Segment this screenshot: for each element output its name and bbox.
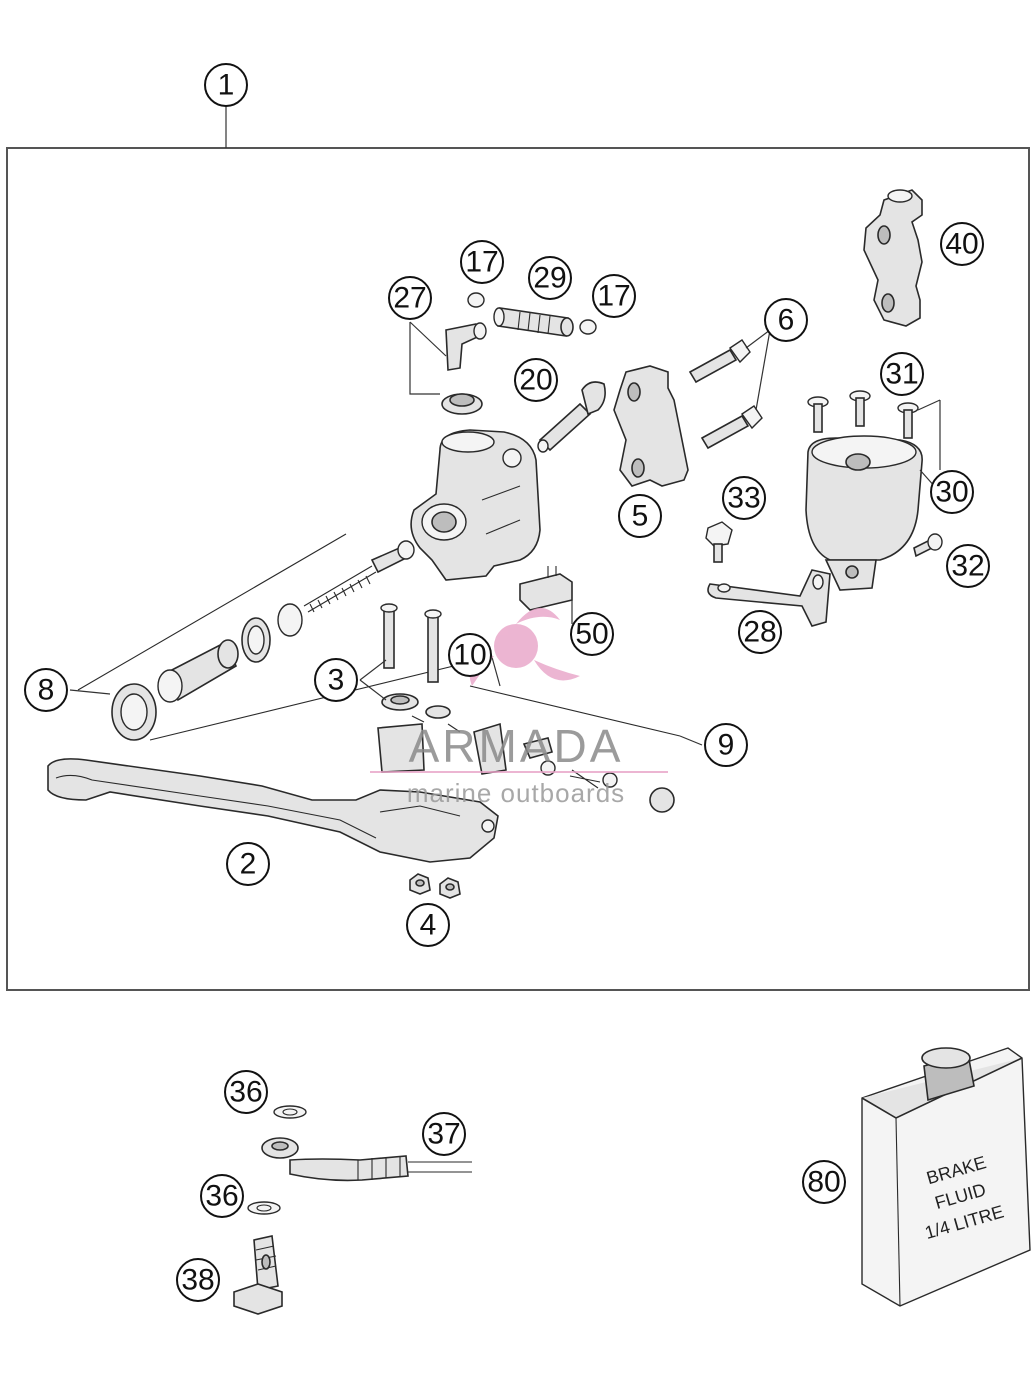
washer-top <box>273 1105 307 1119</box>
callout-32: 32 <box>946 544 990 588</box>
banjo-bolt <box>233 1235 283 1315</box>
callout-27: 27 <box>388 276 432 320</box>
reservoir-side-screw <box>913 533 943 558</box>
callout-50: 50 <box>570 612 614 656</box>
brake-light-switch <box>489 566 573 687</box>
callout-label-37: 37 <box>427 1118 460 1151</box>
reservoir-screws <box>807 390 941 470</box>
callout-17b: 17 <box>592 274 636 318</box>
callout-2: 2 <box>226 842 270 886</box>
callout-label-28: 28 <box>743 616 776 649</box>
callout-label-32: 32 <box>951 550 984 583</box>
callout-label-20: 20 <box>519 364 552 397</box>
callout-5: 5 <box>618 494 662 538</box>
callout-label-50: 50 <box>575 618 608 651</box>
callout-1: 1 <box>204 63 248 107</box>
callout-label-1: 1 <box>218 69 235 102</box>
callout-label-5: 5 <box>632 500 649 533</box>
clamp-top-part <box>863 189 923 327</box>
callout-label-2: 2 <box>240 848 257 881</box>
callout-36a: 36 <box>224 1070 268 1114</box>
hose-connector <box>493 307 574 337</box>
callout-3: 3 <box>314 658 358 702</box>
callout-label-31: 31 <box>885 358 918 391</box>
callout-label-6: 6 <box>778 304 795 337</box>
callout-31: 31 <box>880 352 924 396</box>
callout-4: 4 <box>406 903 450 947</box>
piston-kit <box>69 533 471 741</box>
callout-20: 20 <box>514 358 558 402</box>
callout-label-10: 10 <box>453 639 486 672</box>
bleed-nipple <box>537 381 606 453</box>
callout-label-4: 4 <box>420 909 437 942</box>
callout-label-17a: 17 <box>465 246 498 279</box>
adjuster-set <box>377 685 703 813</box>
clamp-part <box>613 365 689 487</box>
callout-label-33: 33 <box>727 482 760 515</box>
brake-hose <box>261 1137 472 1182</box>
callout-8: 8 <box>24 668 68 712</box>
callout-6: 6 <box>764 298 808 342</box>
callout-label-3: 3 <box>328 664 345 697</box>
reservoir-bracket <box>707 569 831 627</box>
callout-29: 29 <box>528 256 572 300</box>
clamp-bolts <box>688 329 771 450</box>
callout-30: 30 <box>930 470 974 514</box>
callout-40: 40 <box>940 222 984 266</box>
callout-10: 10 <box>448 633 492 677</box>
pivot-pins <box>359 603 442 711</box>
brake-lever <box>47 758 499 863</box>
fluid-reservoir <box>805 435 937 591</box>
callout-label-38: 38 <box>181 1264 214 1297</box>
assembly-frame <box>6 147 1030 991</box>
callout-labels: 1 2 3 4 5 6 8 9 10 17 17 20 27 28 29 30 31 32 33 36 36 37 38 40… <box>24 63 990 1302</box>
callout-label-8: 8 <box>38 674 55 707</box>
callout-38: 38 <box>176 1258 220 1302</box>
callout-label-17b: 17 <box>597 280 630 313</box>
watermark-tagline: marine outboards <box>407 778 625 808</box>
brake-fluid-jug <box>861 1047 1031 1307</box>
washer-bottom <box>247 1201 281 1215</box>
callout-label-29: 29 <box>533 262 566 295</box>
master-cylinder-body <box>410 429 541 581</box>
callout-label-36a: 36 <box>229 1076 262 1109</box>
callout-label-9: 9 <box>718 729 735 762</box>
callout-28: 28 <box>738 610 782 654</box>
callout-36b: 36 <box>200 1174 244 1218</box>
callout-33: 33 <box>722 476 766 520</box>
callout-label-80: 80 <box>807 1166 840 1199</box>
callout-17a: 17 <box>460 240 504 284</box>
callout-label-36b: 36 <box>205 1180 238 1213</box>
callout-9: 9 <box>704 723 748 767</box>
hose-clamps <box>467 292 597 335</box>
callout-37: 37 <box>422 1112 466 1156</box>
banjo-fitting <box>409 321 487 415</box>
watermark-brand: ARMADA <box>409 720 624 772</box>
callout-label-30: 30 <box>935 476 968 509</box>
bracket-bolt <box>705 521 733 563</box>
lever-nuts <box>409 873 461 899</box>
callout-label-40: 40 <box>945 228 978 261</box>
callout-80: 80 <box>802 1160 846 1204</box>
callout-label-27: 27 <box>393 282 426 315</box>
